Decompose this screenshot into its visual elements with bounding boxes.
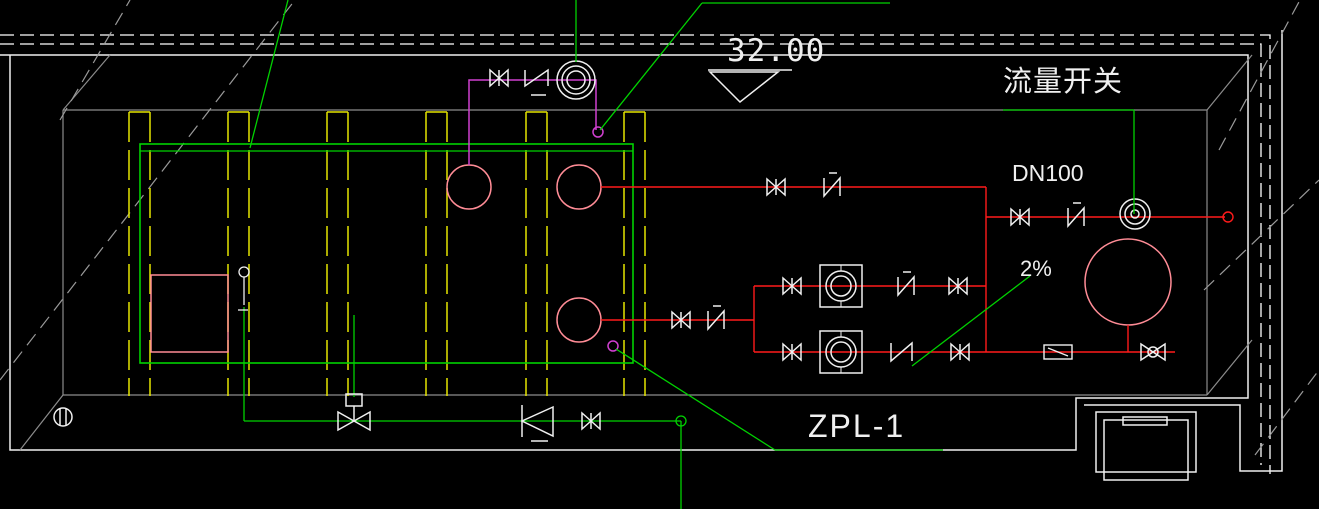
check-valve-icon	[1067, 202, 1085, 227]
room-wall	[0, 30, 1283, 481]
red-pipes	[601, 186, 1234, 353]
perspective-box	[19, 54, 1253, 451]
equipment-tag-label: ZPL-1	[808, 408, 906, 444]
solenoid-valve-icon	[337, 393, 371, 432]
drain-circle-icon	[53, 407, 73, 427]
slope-label: 2%	[1020, 256, 1052, 281]
flow-switch-icon	[1119, 198, 1151, 230]
flow-switch-label: 流量开关	[1003, 64, 1124, 98]
gate-valve-icon	[489, 69, 509, 87]
tank-circles	[446, 164, 1172, 343]
butterfly-valve-icon	[1140, 342, 1166, 362]
green-leaders	[243, 0, 1135, 509]
float-valve-icon	[238, 266, 250, 311]
check-valve-icon	[823, 172, 841, 197]
yellow-partitions	[128, 112, 646, 396]
check-valve-icon	[707, 305, 725, 330]
check-valve-icon	[897, 271, 915, 296]
control-box	[150, 274, 229, 353]
pipe-size-label: DN100	[1012, 160, 1084, 186]
check-valve-icon	[524, 68, 549, 88]
magenta-pipe	[468, 79, 619, 352]
outer-dashed-wall	[0, 34, 1271, 474]
check-valve-icon	[890, 341, 913, 363]
elevation-triangle-icon	[708, 69, 792, 104]
elevation-label: 32.00	[727, 33, 826, 69]
green-equipment-frame	[139, 143, 634, 364]
check-valve-icon	[520, 405, 554, 442]
diagonal-dashed-lines	[0, 0, 1319, 456]
strainer-icon	[1043, 344, 1073, 360]
